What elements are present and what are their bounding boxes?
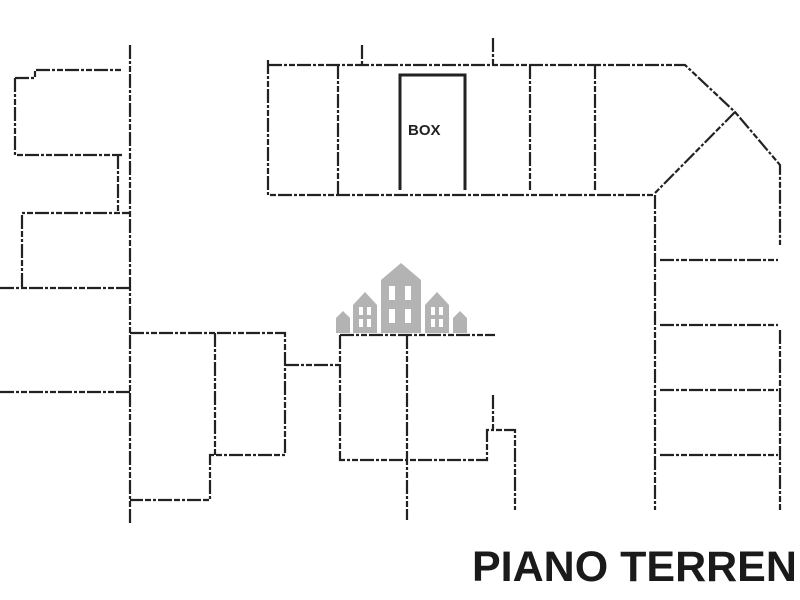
houses-logo-icon bbox=[336, 263, 467, 333]
wall-segment bbox=[20, 211, 130, 287]
wall-segment bbox=[266, 60, 655, 197]
box-outline bbox=[398, 73, 467, 190]
wall-segment bbox=[130, 331, 287, 502]
wall-segment bbox=[13, 78, 122, 157]
walls bbox=[0, 38, 782, 525]
wall-segment bbox=[338, 335, 517, 510]
wall-segment bbox=[15, 68, 122, 80]
wall-segment bbox=[654, 111, 736, 194]
wall-segment bbox=[268, 63, 782, 245]
box-label: BOX bbox=[408, 122, 441, 139]
floor-title: PIANO TERREN bbox=[472, 543, 797, 591]
